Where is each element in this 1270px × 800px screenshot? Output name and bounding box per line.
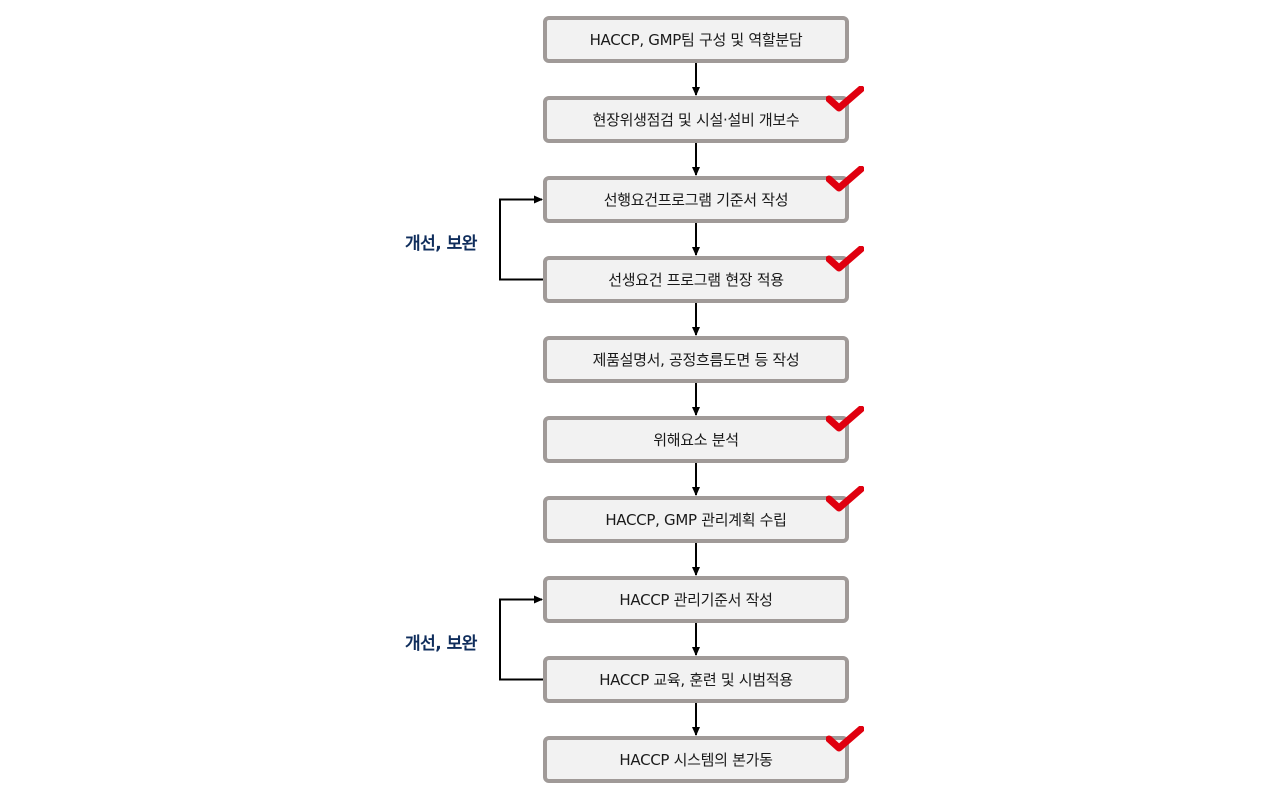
process-step-label: 제품설명서, 공정흐름도면 등 작성 [592,351,800,369]
red-checkmark-icon [826,486,864,512]
feedback-loop-arrow [499,195,543,281]
red-checkmark-icon [826,166,864,192]
red-checkmark-icon [826,86,864,112]
red-checkmark-icon [826,246,864,272]
process-step-4: 선생요건 프로그램 현장 적용 [543,256,849,303]
process-step-label: 현장위생점검 및 시설·설비 개보수 [592,111,800,129]
process-step-1: HACCP, GMP팀 구성 및 역할분담 [543,16,849,63]
process-step-label: HACCP 관리기준서 작성 [619,591,773,609]
feedback-loop-label: 개선, 보완 [405,633,477,654]
process-step-9: HACCP 교육, 훈련 및 시범적용 [543,656,849,703]
process-step-7: HACCP, GMP 관리계획 수립 [543,496,849,543]
feedback-loop-label: 개선, 보완 [405,233,477,254]
process-step-label: HACCP 교육, 훈련 및 시범적용 [599,671,793,689]
process-step-label: 위해요소 분석 [653,431,739,449]
process-step-label: HACCP, GMP팀 구성 및 역할분담 [589,31,803,49]
process-step-label: HACCP, GMP 관리계획 수립 [605,511,787,529]
process-step-label: HACCP 시스템의 본가동 [619,751,773,769]
process-step-2: 현장위생점검 및 시설·설비 개보수 [543,96,849,143]
process-step-8: HACCP 관리기준서 작성 [543,576,849,623]
process-step-6: 위해요소 분석 [543,416,849,463]
process-step-5: 제품설명서, 공정흐름도면 등 작성 [543,336,849,383]
process-step-label: 선행요건프로그램 기준서 작성 [603,191,789,209]
feedback-loop-arrow [499,595,543,681]
process-step-10: HACCP 시스템의 본가동 [543,736,849,783]
red-checkmark-icon [826,406,864,432]
process-step-3: 선행요건프로그램 기준서 작성 [543,176,849,223]
process-step-label: 선생요건 프로그램 현장 적용 [608,271,784,289]
red-checkmark-icon [826,726,864,752]
